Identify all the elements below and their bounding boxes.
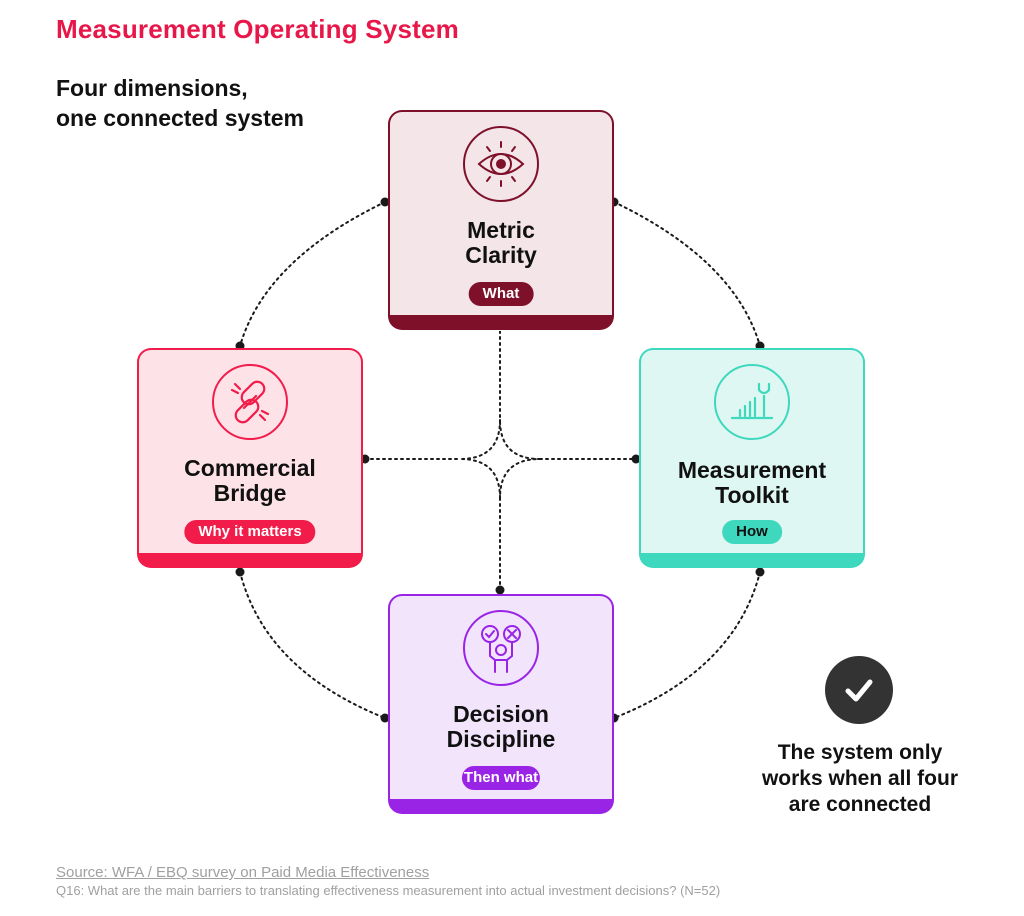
subtitle-line-1: Four dimensions, (56, 75, 248, 101)
callout-line: The system only (777, 741, 943, 764)
card-pill-then-what: Then what (461, 766, 541, 790)
card-title: Measurement Toolkit (641, 458, 863, 508)
decision-discipline-card: Decision Discipline Then what (388, 594, 614, 814)
connector-node (380, 713, 390, 723)
card-title-line: Decision (453, 701, 549, 727)
connector-arc-bottom-left (239, 571, 386, 719)
card-title-line: Discipline (446, 726, 556, 752)
card-title: Metric Clarity (390, 218, 612, 268)
footnote: Q16: What are the main barriers to trans… (56, 883, 721, 898)
commercial-bridge-card: Commercial Bridge Why it matters (137, 348, 363, 568)
connector-node (235, 567, 245, 577)
connector-node (495, 585, 505, 595)
broken-link-icon (212, 364, 288, 440)
callout-line: works when all four (761, 767, 959, 790)
card-title-line: Commercial (184, 455, 316, 481)
card-title-line: Measurement (677, 457, 827, 483)
person-decision-icon (463, 610, 539, 686)
card-title: Commercial Bridge (139, 456, 361, 506)
page-subtitle: Four dimensions, one connected system (56, 73, 304, 133)
callout-line: are connected (788, 793, 932, 816)
subtitle-line-2: one connected system (56, 105, 304, 131)
connector-arc-top-left (239, 201, 386, 347)
eye-icon (463, 126, 539, 202)
connector-arc-bottom-right (613, 571, 761, 719)
connector-center-star (459, 419, 541, 499)
bar-chart-wrench-icon (714, 364, 790, 440)
card-title: Decision Discipline (390, 702, 612, 752)
card-pill-what: What (468, 282, 534, 306)
card-title-line: Toolkit (715, 482, 789, 508)
metric-clarity-card: Metric Clarity What (388, 110, 614, 330)
connector-node (380, 197, 390, 207)
connector-node (631, 454, 641, 464)
page-title: Measurement Operating System (56, 14, 459, 44)
card-title-line: Bridge (213, 480, 287, 506)
card-pill-why-it-matters: Why it matters (184, 520, 316, 544)
card-title-line: Metric (467, 217, 535, 243)
card-pill-how: How (722, 520, 782, 544)
measurement-toolkit-card: Measurement Toolkit How (639, 348, 865, 568)
connector-arc-top-right (613, 201, 761, 347)
connector-node (755, 567, 765, 577)
source-link[interactable]: Source: WFA / EBQ survey on Paid Media E… (56, 864, 430, 881)
checkmark-icon (825, 656, 893, 724)
card-title-line: Clarity (465, 242, 537, 268)
callout-text: The system only works when all four are … (735, 740, 985, 818)
